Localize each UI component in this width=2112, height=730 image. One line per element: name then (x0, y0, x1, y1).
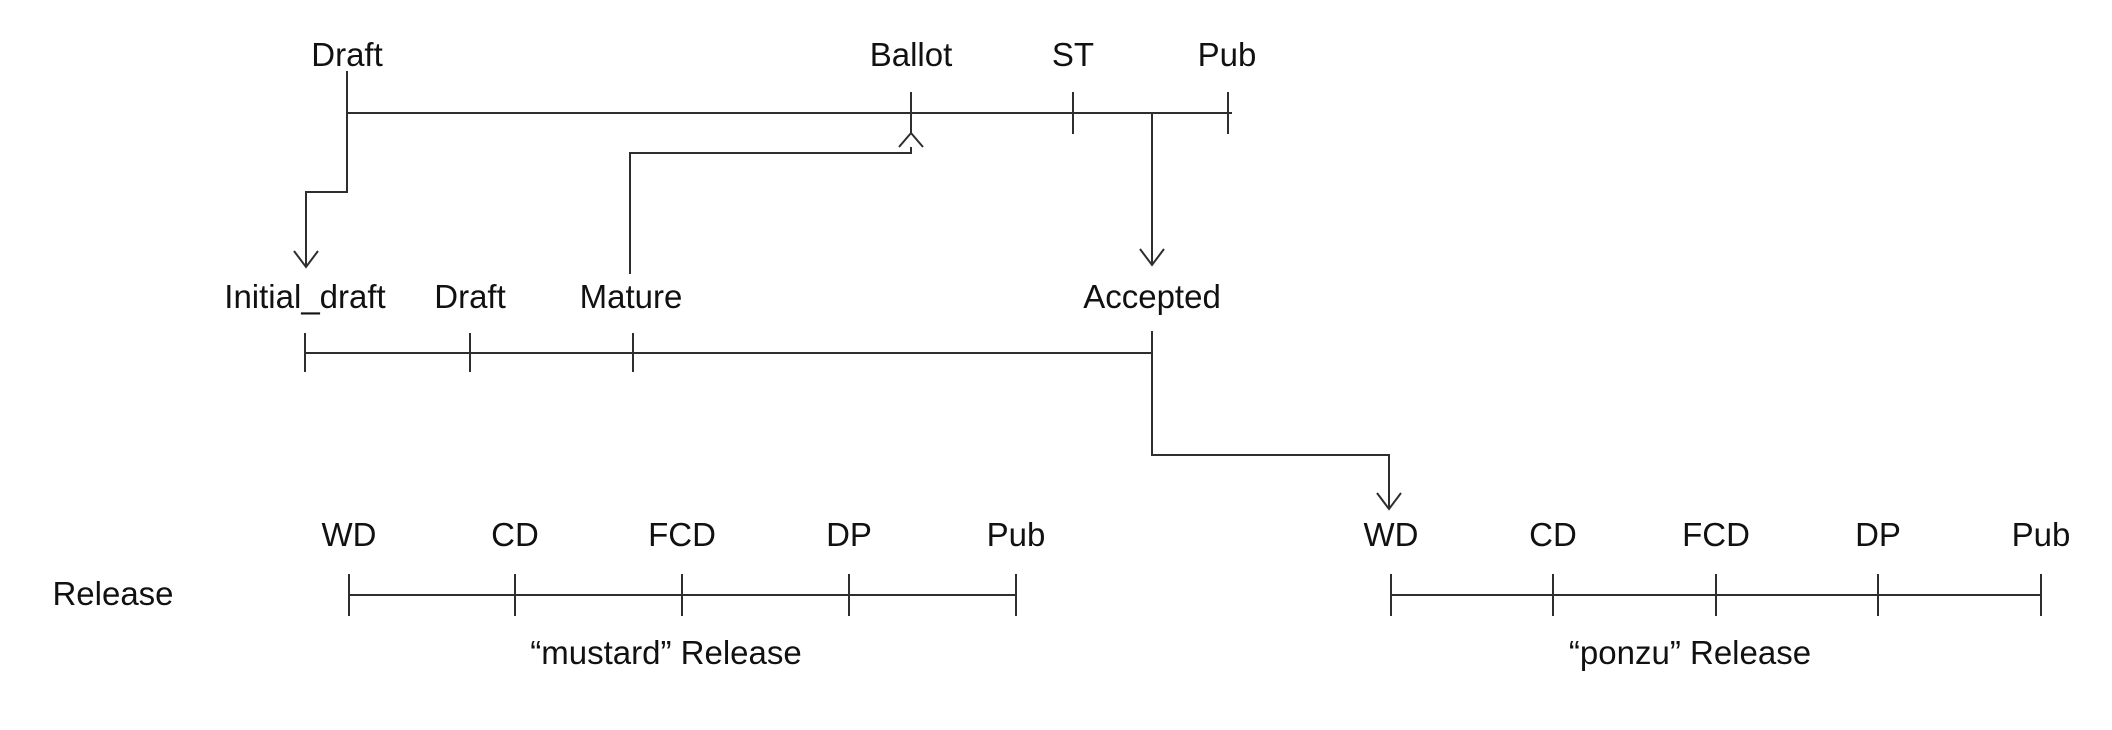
middle-stage-draft: Draft (434, 278, 506, 315)
mustard-stage-cd: CD (491, 516, 539, 553)
ponzu-stage-fcd: FCD (1682, 516, 1750, 553)
middle-stage-initial-draft: Initial_draft (224, 278, 386, 315)
ponzu-release-caption: “ponzu” Release (1568, 634, 1812, 671)
top-stage-draft: Draft (311, 36, 383, 73)
mustard-stage-pub: Pub (986, 516, 1046, 553)
arrowhead-up-ballot (898, 131, 924, 148)
middle-stage-mature: Mature (579, 278, 683, 315)
connector-accepted-to-ponzu-wd (1151, 331, 1390, 509)
mustard-stage-fcd: FCD (648, 516, 716, 553)
mustard-release-caption: “mustard” Release (530, 634, 802, 671)
top-stage-pub: Pub (1197, 36, 1257, 73)
arrowhead-down-ponzu-wd (1376, 492, 1402, 511)
ponzu-stage-dp: DP (1855, 516, 1901, 553)
mustard-stage-dp: DP (826, 516, 872, 553)
release-axis-label: Release (52, 575, 174, 612)
mustard-stage-wd: WD (321, 516, 377, 553)
top-stage-st: ST (1051, 36, 1095, 73)
connector-draft-to-initial-draft (305, 71, 348, 267)
arrowhead-down-initial-draft (293, 250, 319, 269)
connector-mature-to-ballot (629, 147, 912, 274)
ponzu-stage-pub: Pub (2011, 516, 2071, 553)
top-stage-ballot: Ballot (869, 36, 953, 73)
arrowhead-down-accepted (1139, 248, 1165, 267)
ponzu-stage-cd: CD (1529, 516, 1577, 553)
ponzu-stage-wd: WD (1363, 516, 1419, 553)
middle-stage-accepted: Accepted (1083, 278, 1221, 315)
